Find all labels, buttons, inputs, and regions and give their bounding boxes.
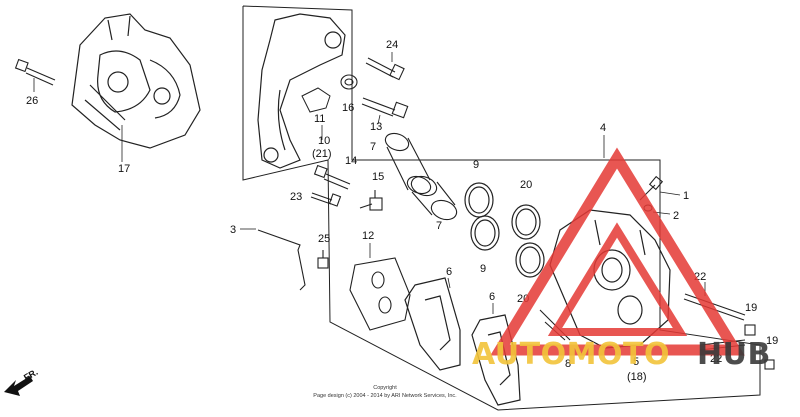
spring-part-3 — [257, 229, 306, 291]
bolt-part-15 — [359, 190, 383, 211]
assembly-outline — [242, 5, 761, 411]
seal-part-20b — [515, 242, 545, 278]
bolt-part-26 — [14, 58, 56, 86]
boot-part-16 — [340, 74, 358, 90]
part-label-22b: 22 — [710, 353, 722, 365]
part-label-7b: 7 — [436, 220, 442, 232]
plug-part-19a — [744, 324, 756, 336]
part-label-7a: 7 — [370, 141, 376, 153]
part-label-15: 15 — [372, 171, 384, 183]
shim-part-12 — [349, 257, 411, 331]
part-label-19b: 19 — [766, 335, 778, 347]
part-label-23: 23 — [290, 191, 302, 203]
bolt-part-23 — [310, 192, 342, 207]
part-label-1: 1 — [683, 190, 689, 202]
part-label-21: (21) — [312, 148, 332, 160]
part-label-12: 12 — [362, 230, 374, 242]
bracket-part-10 — [257, 13, 346, 169]
part-label-17: 17 — [118, 163, 130, 175]
plug-part-19b — [764, 359, 775, 370]
part-label-25: 25 — [318, 233, 330, 245]
part-label-6a: 6 — [446, 266, 452, 278]
bolt-part-14 — [313, 164, 351, 190]
warning-triangle-logo — [490, 147, 745, 356]
part-label-26: 26 — [26, 95, 38, 107]
part-label-10: 10 — [318, 135, 330, 147]
pad-part-6a — [404, 277, 461, 371]
part-label-14: 14 — [345, 155, 357, 167]
part-label-8: 8 — [565, 358, 571, 370]
piston-part-7b — [410, 175, 458, 221]
part-label-6b: 6 — [489, 291, 495, 303]
part-label-3: 3 — [230, 224, 236, 236]
part-label-18: (18) — [627, 371, 647, 383]
watermark-brand-suffix: HUB — [697, 337, 771, 372]
seal-part-20a — [511, 204, 541, 240]
part-label-13: 13 — [370, 121, 382, 133]
copyright-text: Page design (c) 2004 - 2014 by ARI Netwo… — [313, 393, 457, 399]
bolt-part-24 — [365, 57, 405, 81]
part-label-2: 2 — [673, 210, 679, 222]
screw-part-25 — [317, 250, 329, 269]
caliper-body-part — [71, 13, 201, 149]
part-label-4: 4 — [600, 122, 606, 134]
part-label-16: 16 — [342, 102, 354, 114]
clip-part-11 — [301, 87, 331, 113]
seal-part-9b — [470, 215, 500, 251]
part-label-5: 5 — [633, 356, 639, 368]
part-label-20a: 20 — [520, 179, 532, 191]
seal-part-9a — [464, 182, 494, 218]
copyright-title: Copyright — [373, 385, 397, 391]
front-arrow-icon — [4, 376, 33, 396]
pin-part-13 — [361, 97, 409, 119]
part-label-9a: 9 — [473, 159, 479, 171]
piston-part-7a — [384, 132, 432, 195]
watermark-brand-text: AUTOMOTO — [472, 337, 670, 372]
part-label-19a: 19 — [745, 302, 757, 314]
front-direction-label: FR. — [22, 367, 40, 383]
part-label-24: 24 — [386, 39, 398, 51]
part-label-9b: 9 — [480, 263, 486, 275]
part-label-11: 11 — [314, 113, 325, 125]
